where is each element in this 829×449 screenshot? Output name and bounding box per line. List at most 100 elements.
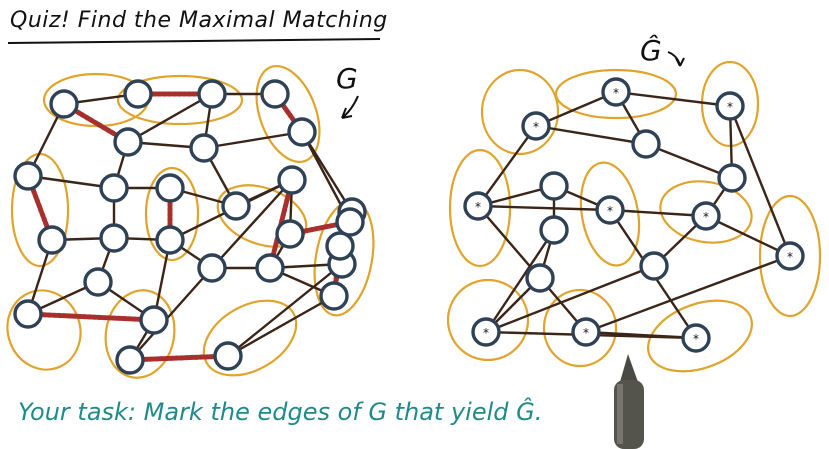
- ghat-edge-h1-h6: [476, 124, 538, 208]
- ghat-supernode-outline-8: [542, 288, 618, 368]
- ghat-node-marker-h15: *: [583, 326, 589, 340]
- ghat-supernode-outline-7: [446, 278, 530, 362]
- ghat-node-marker-h6: *: [475, 200, 481, 214]
- g-node-d2: [83, 267, 113, 297]
- ghat-supernode-outline-0: [480, 68, 560, 156]
- g-edge-d5-c8: [226, 294, 336, 358]
- g-edge-b7-a7: [300, 130, 354, 214]
- ghat-node-h10: [691, 201, 721, 231]
- graph-g-label: G: [336, 62, 358, 95]
- ghat-node-h12: [775, 241, 805, 271]
- ghat-supernode-outline-6: [758, 194, 822, 318]
- ghat-node-h2: [601, 77, 631, 107]
- ghat-node-h14: [471, 317, 501, 347]
- ghat-edge-h9-h14: [484, 228, 556, 334]
- ghat-node-h3: [715, 91, 745, 121]
- g-node-d3: [139, 305, 169, 335]
- ghat-supernode-outline-9: [646, 299, 754, 373]
- g-supernode-outline-8: [104, 289, 176, 379]
- g-node-c4: [197, 253, 227, 283]
- g-node-b8: [335, 207, 365, 237]
- graph-ghat-label: Ĝ: [640, 34, 662, 67]
- ghat-node-marker-h16: *: [693, 332, 699, 346]
- task-ghat-symbol: Ĝ: [516, 398, 535, 426]
- ghat-edge-h2-h3: [614, 90, 732, 108]
- ghat-node-h11: [639, 251, 669, 281]
- ghat-node-h5: [717, 163, 747, 193]
- g-node-b3: [155, 173, 185, 203]
- g-supernode-outline-7: [6, 289, 82, 371]
- ghat-node-h7: [539, 171, 569, 201]
- ghat-supernode-outline-4: [579, 161, 641, 267]
- ghat-edge-h6-h13: [476, 204, 542, 280]
- ghat-edge-h11-h14: [484, 264, 656, 334]
- g-edge-a3-a5: [126, 92, 214, 144]
- g-node-a1: [49, 89, 79, 119]
- g-node-a7: [287, 117, 317, 147]
- task-suffix: .: [534, 398, 543, 426]
- ghat-node-h4: [631, 129, 661, 159]
- ghat-node-h9: [539, 215, 569, 245]
- task-instruction: Your task: Mark the edges of G that yiel…: [18, 398, 542, 426]
- ghat-node-marker-h2: *: [613, 86, 619, 100]
- ghat-node-h8: [595, 195, 625, 225]
- g-node-b6: [275, 219, 305, 249]
- ghat-supernode-outlines: [446, 60, 822, 373]
- ghat-node-h6: [463, 191, 493, 221]
- g-supernode-outline-4: [144, 166, 200, 262]
- stylus-pen-icon: [614, 354, 644, 449]
- ghat-supernode-outline-5: [659, 180, 753, 244]
- g-node-b2: [99, 173, 129, 203]
- ghat-label-arrow: [667, 51, 685, 67]
- ghat-edge-h3-h12: [728, 104, 792, 258]
- ghat-nodes: * * * * * * * * * *: [463, 77, 805, 353]
- ghat-supernode-outline-1: [554, 68, 678, 120]
- g-node-b1: [13, 161, 43, 191]
- g-node-c5: [255, 253, 285, 283]
- ghat-node-h15: [571, 317, 601, 347]
- ghat-edge-h1-h4: [534, 124, 648, 146]
- g-supernode-outline-2: [255, 64, 321, 164]
- g-node-a4: [260, 79, 290, 109]
- ghat-edge-h12-h15: [584, 254, 792, 334]
- g-supernode-outline-1: [116, 74, 244, 126]
- g-node-d1: [13, 299, 43, 329]
- g-node-c2: [99, 223, 129, 253]
- g-node-a2: [123, 79, 153, 109]
- ghat-node-marker-h3: *: [727, 100, 733, 114]
- ghat-edge-h10-h12: [704, 214, 792, 258]
- g-edge-c4-d4: [128, 266, 214, 362]
- g-matching-edge-d4-d5: [127, 353, 231, 363]
- page-title: Quiz! Find the Maximal Matching: [10, 8, 388, 33]
- g-label-arrow: [341, 95, 359, 119]
- ghat-edge-h4-h5: [644, 142, 734, 180]
- g-supernode-outline-9: [202, 299, 298, 377]
- ghat-node-marker-h10: *: [703, 210, 709, 224]
- g-matching-edge-d1-d3: [25, 311, 157, 323]
- ghat-node-marker-h8: *: [607, 204, 613, 218]
- ghat-node-h1: [521, 111, 551, 141]
- g-node-a3: [197, 79, 227, 109]
- g-node-c7: [325, 231, 355, 261]
- g-edge-c6-d5: [226, 262, 344, 358]
- ghat-node-marker-h1: *: [533, 120, 539, 134]
- ghat-node-marker-h14: *: [483, 326, 489, 340]
- g-node-b5: [277, 165, 307, 195]
- g-node-c1: [37, 225, 67, 255]
- task-text: Your task: Mark the edges of G that yiel…: [18, 398, 517, 426]
- g-edge-a6-a7: [202, 130, 304, 150]
- ghat-edge-h8-h10: [608, 208, 708, 218]
- ghat-node-marker-h12: *: [787, 250, 793, 264]
- g-node-a6: [189, 133, 219, 163]
- g-node-d5: [213, 341, 243, 371]
- g-node-b4: [221, 191, 251, 221]
- g-nodes: [13, 79, 367, 375]
- g-node-d4: [115, 345, 145, 375]
- g-node-a5: [113, 127, 143, 157]
- g-edge-b5-c4: [210, 178, 294, 270]
- ghat-node-h13: [525, 263, 555, 293]
- ghat-edge-h6-h8: [476, 204, 612, 212]
- g-node-c3: [155, 225, 185, 255]
- ghat-node-h16: [681, 323, 711, 353]
